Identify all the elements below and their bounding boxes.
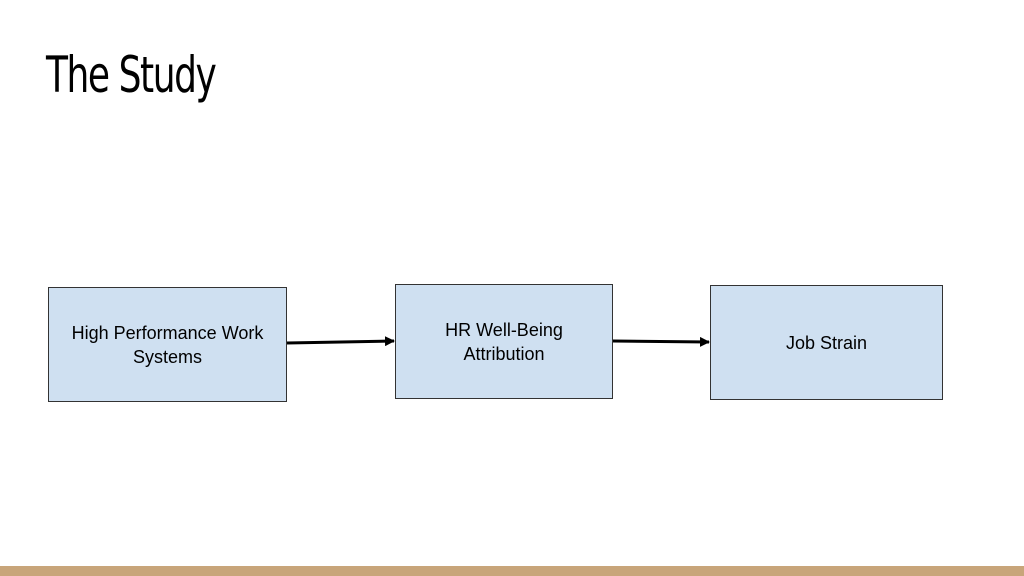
arrow-hrwb-to-job-strain bbox=[612, 336, 710, 347]
slide-title: The Study bbox=[46, 46, 217, 104]
node-hr-well-being-attribution: HR Well-Being Attribution bbox=[395, 284, 613, 399]
arrow-hpws-to-hrwb bbox=[286, 336, 395, 347]
node-job-strain: Job Strain bbox=[710, 285, 943, 400]
node-label: Job Strain bbox=[785, 332, 868, 353]
node-label: HR Well-Being Attribution bbox=[445, 319, 563, 364]
node-high-performance-work-systems: High Performance Work Systems bbox=[48, 287, 287, 402]
footer-bar bbox=[0, 566, 1024, 576]
node-label: High Performance Work Systems bbox=[71, 322, 264, 367]
